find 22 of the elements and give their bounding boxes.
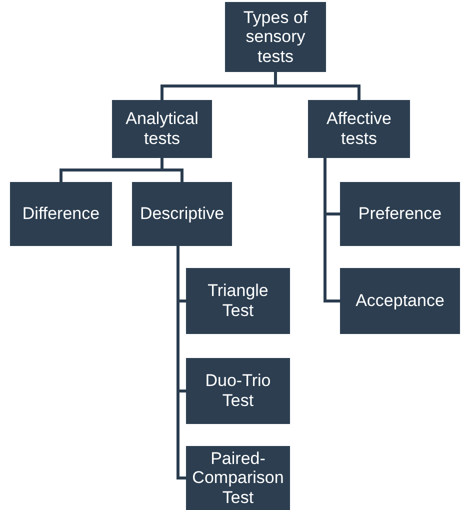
category-label: Descriptive <box>140 204 224 224</box>
category-box <box>132 182 232 246</box>
category-label: Acceptance <box>356 291 444 311</box>
category-label: Affective tests <box>326 109 392 149</box>
connector-line <box>274 72 360 100</box>
connector-line <box>176 246 186 480</box>
connector-line <box>160 158 184 182</box>
category-label: Types of sensory tests <box>242 8 309 66</box>
category-label: Analytical tests <box>124 109 200 149</box>
category-box <box>225 2 326 72</box>
category-box <box>308 100 410 158</box>
category-box <box>186 358 290 424</box>
category-label: Preference <box>358 204 442 224</box>
category-label: Paired-Comparison Test <box>191 448 285 508</box>
category-box <box>186 268 290 334</box>
category-box <box>10 182 112 246</box>
category-box <box>112 100 212 158</box>
category-label: Triangle Test <box>206 281 270 321</box>
category-box <box>340 182 460 246</box>
category-box <box>340 268 460 334</box>
category-label: Duo-Trio Test <box>204 371 272 411</box>
category-label: Difference <box>22 204 100 224</box>
